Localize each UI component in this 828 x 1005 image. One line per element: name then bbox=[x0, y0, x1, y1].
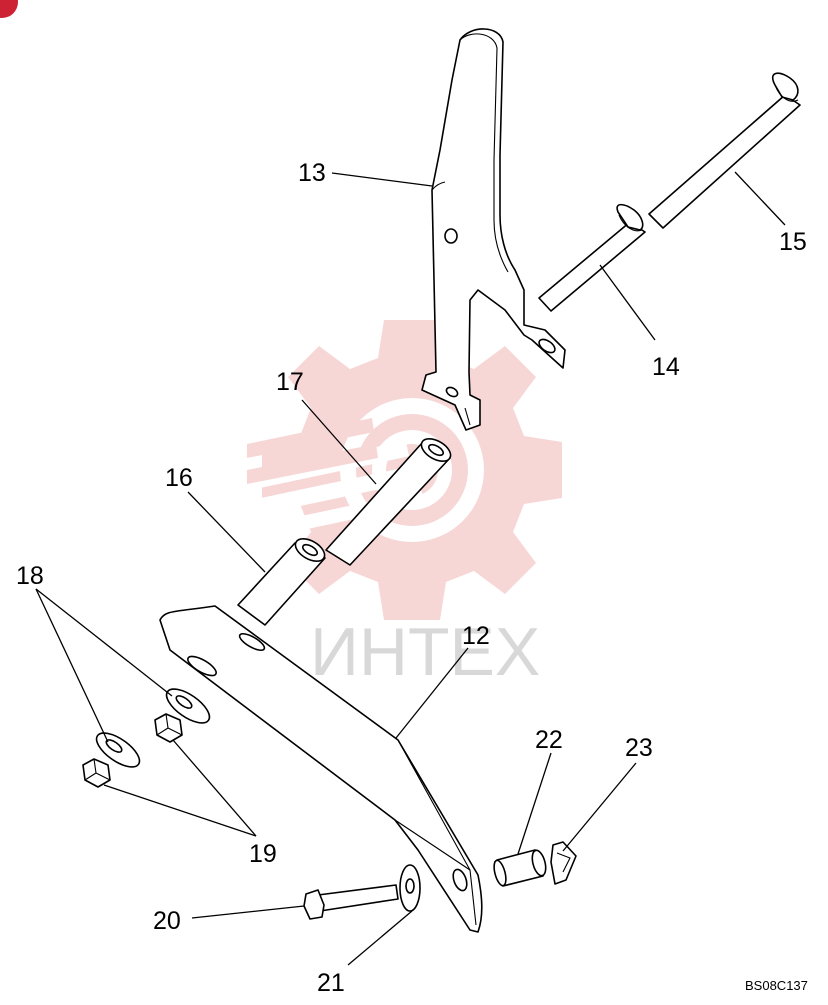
part-20-hex-bolt bbox=[303, 884, 399, 920]
leader-lines bbox=[35, 171, 786, 966]
corner-badge bbox=[0, 0, 18, 18]
callout-12: 12 bbox=[462, 622, 490, 650]
part-22-bushing bbox=[493, 849, 547, 887]
callout-16: 16 bbox=[165, 464, 193, 492]
callout-18: 18 bbox=[16, 562, 44, 590]
callout-19: 19 bbox=[249, 840, 277, 868]
callout-20: 20 bbox=[153, 907, 181, 935]
part-19-nuts bbox=[82, 713, 183, 788]
part-12-plate bbox=[159, 605, 483, 933]
part-14-carriage-bolt bbox=[538, 203, 646, 312]
part-18-washers bbox=[95, 688, 211, 768]
part-15-carriage-bolt bbox=[648, 72, 801, 229]
part-17-tube bbox=[325, 438, 452, 566]
part-13-handle bbox=[421, 28, 566, 431]
part-23-cage-nut bbox=[550, 841, 577, 885]
callout-21: 21 bbox=[317, 969, 345, 997]
part-21-washer bbox=[399, 864, 421, 912]
reference-code: BS08C137 bbox=[745, 978, 808, 993]
callout-14: 14 bbox=[652, 353, 680, 381]
callout-15: 15 bbox=[779, 228, 807, 256]
part-16-tube bbox=[237, 538, 326, 626]
callout-13: 13 bbox=[298, 159, 326, 187]
watermark-text: ИНТЕХ bbox=[310, 614, 540, 690]
callout-22: 22 bbox=[535, 726, 563, 754]
callout-17: 17 bbox=[276, 368, 304, 396]
callout-23: 23 bbox=[625, 734, 653, 762]
callouts: 13 15 14 17 16 18 12 22 23 19 20 21 bbox=[16, 159, 807, 997]
